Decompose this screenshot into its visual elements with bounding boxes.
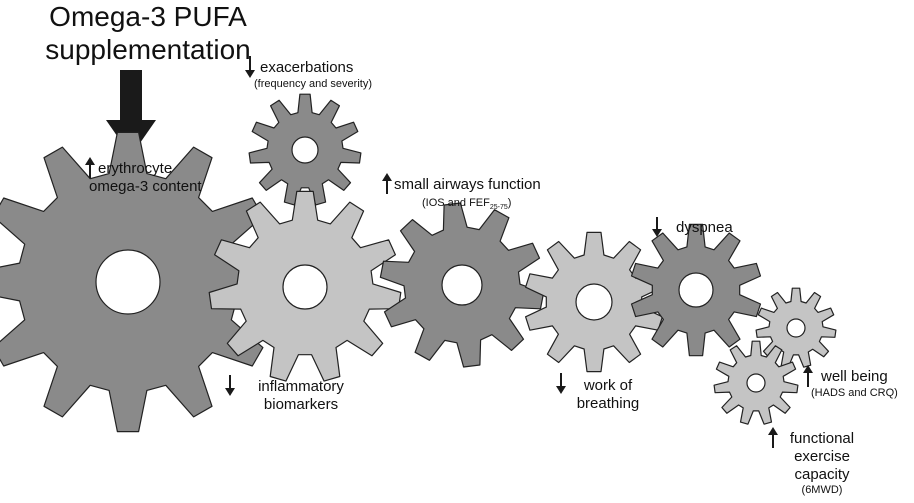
- supplementation-arrow-shaft: [120, 70, 142, 126]
- label-inflammatory-line1: inflammatory: [228, 378, 358, 396]
- gear-erythrocyte-hole: [96, 250, 160, 314]
- arrow-up-icon: [382, 173, 392, 181]
- label-inflammatory: inflammatory biomarkers: [228, 378, 358, 414]
- label-functional-exercise-note: (6MWD): [776, 484, 868, 497]
- label-dyspnea: dyspnea: [676, 219, 756, 237]
- gear-exacerbations-hole: [292, 137, 318, 163]
- label-small-airways-note-sub: 25-75: [490, 204, 508, 211]
- label-functional-exercise-line1: functional: [776, 430, 868, 448]
- arrow-down-icon: [556, 386, 566, 394]
- arrow-up-icon: [85, 157, 95, 165]
- label-exacerbations-note: (frequency and severity): [254, 78, 460, 91]
- label-exacerbations-text: exacerbations: [260, 59, 460, 77]
- arrow-down-icon: [245, 70, 255, 78]
- gear-dyspnea-hole: [679, 273, 713, 307]
- label-functional-exercise-line3: capacity: [776, 466, 868, 484]
- arrow-small-airways: [382, 173, 392, 194]
- title-line-1: Omega-3 PUFA: [28, 0, 268, 33]
- label-work-of-breathing: work of breathing: [568, 377, 648, 413]
- label-well-being-text: well being: [818, 368, 914, 386]
- title: Omega-3 PUFA supplementation: [28, 0, 268, 66]
- label-erythrocyte: erythrocyte omega-3 content: [98, 160, 238, 196]
- label-exacerbations: exacerbations (frequency and severity): [260, 59, 460, 91]
- label-erythrocyte-line2: omega-3 content: [89, 178, 238, 196]
- gear-small-airways-hole: [442, 265, 482, 305]
- label-functional-exercise-line2: exercise: [776, 448, 868, 466]
- gear-inflammatory-hole: [283, 265, 327, 309]
- gear-exacerbations: [249, 94, 361, 205]
- arrow-well-being: [803, 365, 813, 387]
- gear-well-being-hole: [787, 319, 805, 337]
- title-line-2: supplementation: [28, 33, 268, 66]
- label-small-airways-text: small airways function: [394, 176, 614, 194]
- label-work-of-breathing-line2: breathing: [568, 395, 648, 413]
- label-work-of-breathing-line1: work of: [568, 377, 648, 395]
- label-functional-exercise: functional exercise capacity (6MWD): [776, 430, 868, 497]
- label-small-airways: small airways function (IOS and FEF25-75…: [394, 176, 614, 214]
- gear-functional-exercise-hole: [747, 374, 765, 392]
- label-well-being-note: (HADS and CRQ): [811, 387, 914, 400]
- label-small-airways-note-prefix: (IOS and FEF: [422, 197, 490, 209]
- label-erythrocyte-line1: erythrocyte: [98, 160, 238, 178]
- gear-work-of-breathing-hole: [576, 284, 612, 320]
- label-small-airways-note-suffix: ): [508, 197, 512, 209]
- label-small-airways-note: (IOS and FEF25-75): [422, 197, 614, 214]
- arrow-work-of-breathing: [556, 373, 566, 394]
- gear-small-airways: [380, 203, 543, 367]
- label-well-being: well being (HADS and CRQ): [818, 368, 914, 400]
- label-inflammatory-line2: biomarkers: [228, 396, 358, 414]
